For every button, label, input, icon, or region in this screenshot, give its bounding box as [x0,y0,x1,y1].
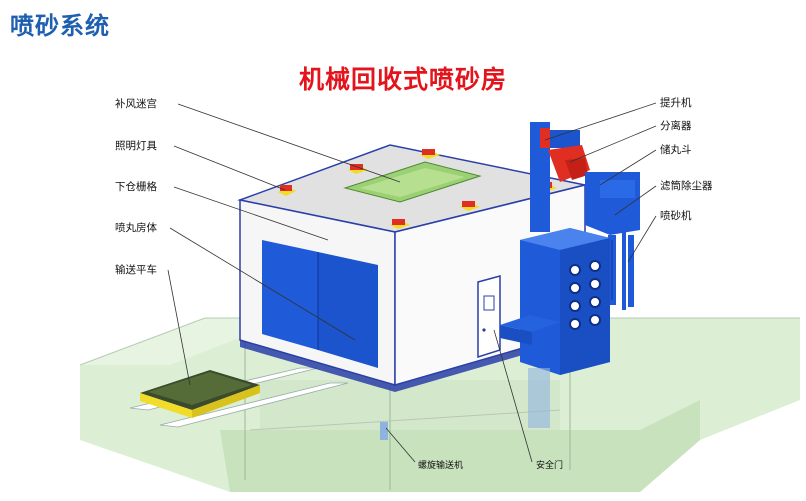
label-cartridge-filter: 滤筒除尘器 [660,179,713,192]
filter-cartridges [569,260,601,330]
recovery-equipment [530,122,640,310]
label-elevator: 提升机 [660,96,692,109]
leader-lines [167,102,657,463]
label-chamber-body: 喷丸房体 [115,221,157,234]
label-transport-cart: 输送平车 [115,263,157,276]
label-separator: 分离器 [660,119,692,132]
label-grating: 下仓栅格 [115,180,157,193]
page-title: 喷砂系统 [10,12,110,40]
transport-cart [140,370,260,418]
screw-conveyor [249,409,561,440]
label-lighting: 照明灯具 [115,140,157,152]
blasting-machine-cabinet [500,228,610,428]
label-safety-door: 安全门 [536,459,563,471]
safety-door [477,275,501,359]
label-blasting-machine: 喷砂机 [660,209,692,222]
label-shot-hopper: 储丸斗 [660,143,692,156]
label-screw-conveyor: 螺旋输送机 [418,459,463,471]
diagram-title: 机械回收式喷砂房 [298,65,507,94]
label-ventilation-maze: 补风迷宫 [115,97,157,110]
